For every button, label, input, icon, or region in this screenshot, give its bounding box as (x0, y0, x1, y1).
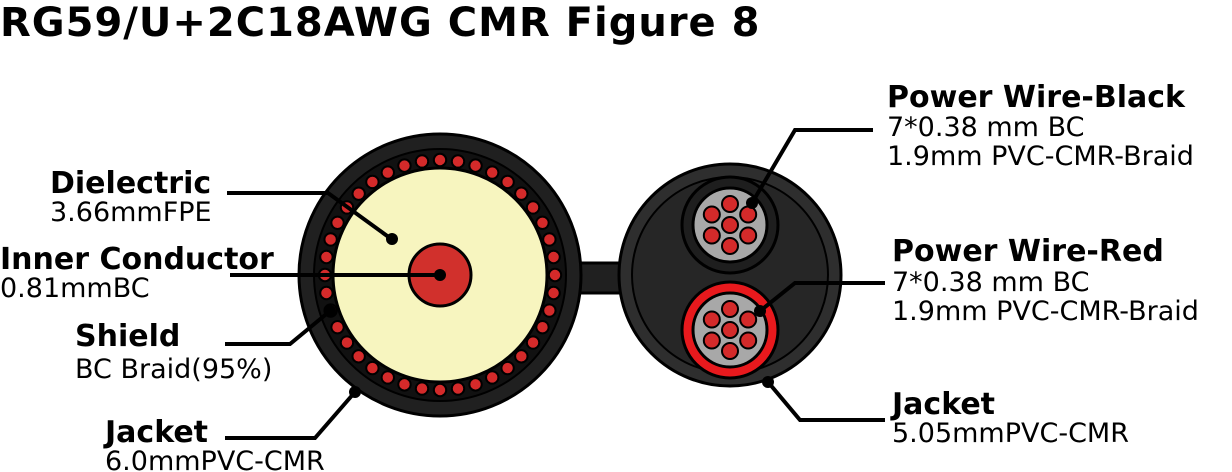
diagram-title: RG59/U+2C18AWG CMR Figure 8 (0, 0, 760, 46)
wire-strand (739, 226, 758, 245)
shield-braid-bead (542, 303, 557, 318)
power-jacket-leader-dot (762, 376, 774, 388)
shield-braid-bead (468, 377, 483, 392)
shield-braid-bead (323, 232, 338, 247)
black-power-wire (680, 175, 780, 275)
coax-jacket-leader (225, 390, 357, 440)
shield-braid-bead (432, 382, 448, 398)
shield-braid-bead (365, 174, 380, 190)
power-jacket-leader (766, 380, 885, 422)
shield-braid-bead (414, 154, 430, 169)
shield-braid-bead (542, 232, 557, 247)
shield-braid-bead (500, 174, 515, 190)
black-wire-leader-dot (746, 197, 758, 209)
power-cable (617, 162, 843, 388)
shield-braid (317, 152, 563, 398)
shield-braid-bead (414, 381, 430, 396)
shield-braid-bead (330, 320, 345, 335)
shield-braid-bead (365, 360, 380, 376)
wire-strand (739, 310, 758, 329)
black-wire-strands (702, 195, 758, 255)
shield-braid-bead (319, 285, 334, 301)
shield-braid-bead (546, 285, 561, 301)
red-wire-strands (702, 300, 758, 360)
shield-braid-bead (380, 165, 395, 180)
shield-braid-bead (319, 249, 334, 265)
dielectric-spec: 3.66mmFPE (50, 197, 212, 228)
dielectric-leader (227, 191, 392, 240)
shield-braid-bead (525, 200, 541, 215)
shield-braid-bead (330, 215, 345, 230)
wire-strand (721, 342, 739, 360)
dielectric-leader-dot (386, 233, 398, 245)
red-wire-leader (758, 281, 885, 313)
shield-braid-bead (535, 320, 550, 335)
shield-braid-bead (535, 215, 550, 230)
wire-strand (702, 205, 721, 224)
dielectric-label: Dielectric (50, 166, 211, 201)
black-wire-spec2: 1.9mm PVC-CMR-Braid (887, 141, 1194, 172)
wire-strand (702, 226, 721, 245)
shield-braid-bead (351, 186, 366, 201)
power-jacket-spec: 5.05mmPVC-CMR (892, 418, 1129, 449)
wire-strand (702, 331, 721, 350)
power-jacket-label: Jacket (890, 387, 995, 422)
red-wire-leader-dot (754, 305, 766, 317)
shield-spec: BC Braid(95%) (75, 354, 272, 385)
inner-conductor-leader-dot (434, 269, 446, 281)
shield-braid-bead (485, 370, 500, 385)
shield-braid-bead (450, 381, 466, 396)
shield-braid-bead (468, 158, 483, 173)
shield-braid-bead (397, 377, 412, 392)
wire-strand (721, 216, 739, 234)
wire-strand (721, 195, 739, 213)
wire-strand (721, 237, 739, 255)
black-wire-leader (750, 128, 873, 205)
shield-label: Shield (75, 319, 180, 354)
shield-braid-bead (351, 349, 366, 364)
shield-braid-bead (397, 158, 412, 173)
shield-braid-bead (380, 370, 395, 385)
shield-braid-bead (525, 335, 541, 350)
wire-strand (739, 205, 758, 224)
shield-braid-bead (450, 154, 466, 169)
shield-braid-bead (547, 267, 563, 283)
coax-jacket-spec: 6.0mmPVC-CMR (105, 446, 325, 472)
coax-jacket-leader-dot (349, 386, 361, 398)
shield-braid-bead (500, 360, 515, 376)
red-wire-spec2: 1.9mm PVC-CMR-Braid (892, 296, 1199, 327)
wire-strand (702, 310, 721, 329)
shield-leader-dot (324, 305, 336, 317)
wire-strand (721, 300, 739, 318)
black-wire-label: Power Wire-Black (887, 80, 1186, 115)
coax-jacket-label: Jacket (103, 415, 208, 450)
shield-braid-bead (514, 349, 529, 364)
inner-conductor-spec: 0.81mmBC (0, 273, 150, 304)
shield-braid-bead (432, 152, 448, 168)
shield-braid-bead (514, 186, 529, 201)
shield-leader (225, 309, 332, 346)
wire-strand (721, 321, 739, 339)
shield-braid-bead (485, 165, 500, 180)
red-power-wire (680, 280, 780, 380)
red-wire-spec1: 7*0.38 mm BC (892, 267, 1089, 298)
wire-strand (739, 331, 758, 350)
inner-conductor-label: Inner Conductor (0, 242, 274, 277)
red-wire-label: Power Wire-Red (892, 234, 1164, 269)
shield-braid-bead (339, 335, 355, 350)
shield-braid-bead (546, 249, 561, 265)
black-wire-spec1: 7*0.38 mm BC (887, 112, 1084, 143)
